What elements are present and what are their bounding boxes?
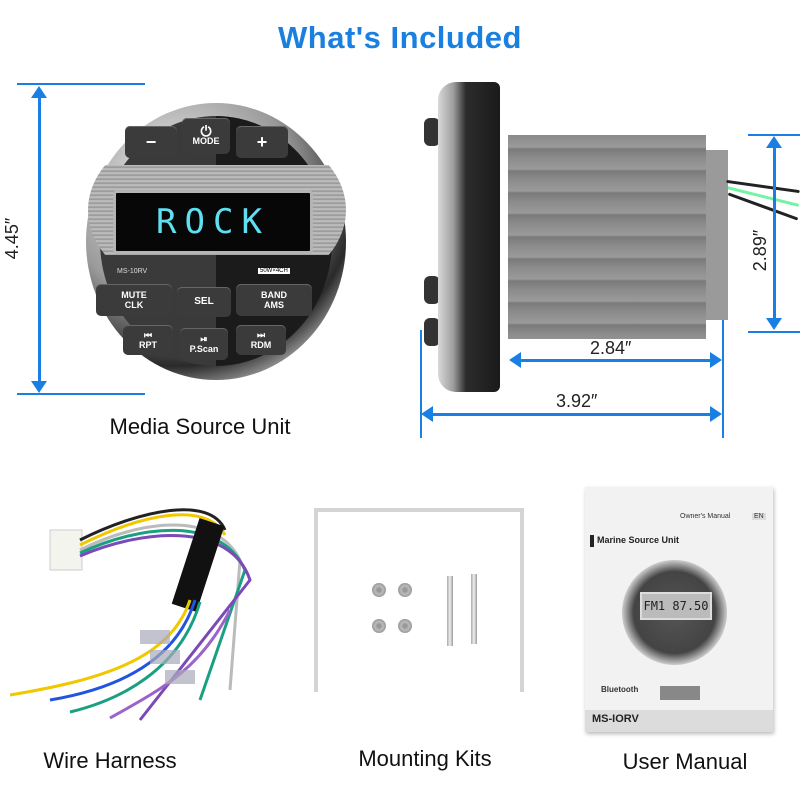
rdm-label: RDM: [250, 340, 272, 350]
body-height-dimension-label: 2.89″: [750, 229, 771, 272]
manual-lcd: FM1 87.50: [640, 592, 712, 620]
play-pause-scan-button[interactable]: ⏯ P.Scan: [180, 328, 228, 360]
lcd-display: ROCK: [113, 190, 313, 254]
manual-model: MS-IORV: [592, 713, 639, 725]
random-button[interactable]: ⏭ RDM: [236, 325, 286, 355]
unit-housing: [508, 135, 706, 339]
next-track-icon: ⏭: [256, 330, 266, 340]
arrow-left-icon: [421, 406, 433, 422]
threaded-rod: [447, 576, 453, 646]
dim-line-bottom: [17, 393, 145, 395]
arrow-left-icon: [509, 352, 521, 368]
manual-title: Marine Source Unit: [597, 535, 680, 545]
volume-up-button[interactable]: +: [236, 126, 288, 158]
dim-line-right: [722, 320, 724, 438]
bluetooth-label: Bluetooth: [601, 685, 639, 694]
plus-icon: +: [256, 132, 268, 152]
rear-connector: [706, 150, 728, 320]
sel-label: SEL: [194, 296, 214, 307]
wire-harness-image: [9, 508, 252, 721]
arrow-down-icon: [31, 381, 47, 393]
hex-nut: [372, 583, 386, 597]
mute-label: MUTE: [121, 290, 147, 300]
user-manual-caption: User Manual: [622, 749, 748, 774]
power-mode-button[interactable]: ⏻ MODE: [182, 118, 230, 154]
dim-arrow-horizontal: [432, 413, 712, 416]
unit-flange: [438, 82, 500, 392]
side-knob: [424, 118, 440, 146]
dim-arrow-vertical: [38, 95, 41, 385]
hex-nut: [398, 583, 412, 597]
total-depth-dimension-label: 3.92″: [556, 391, 598, 411]
ams-label: AMS: [264, 300, 284, 310]
hex-nut: [372, 619, 386, 633]
wire-harness-caption: Wire Harness: [43, 748, 177, 773]
title-marker: [590, 535, 594, 547]
hex-nut: [398, 619, 412, 633]
sel-button[interactable]: SEL: [177, 287, 231, 317]
previous-track-icon: ⏮: [143, 330, 153, 340]
dim-line-top: [17, 83, 145, 85]
arrow-down-icon: [766, 318, 782, 330]
mute-clk-button[interactable]: MUTE CLK: [96, 284, 172, 316]
side-knob: [424, 318, 440, 346]
manual-lang: EN: [752, 513, 766, 520]
manual-footer: [585, 710, 773, 732]
clk-label: CLK: [124, 300, 144, 310]
arrow-right-icon: [710, 352, 722, 368]
volume-down-button[interactable]: −: [125, 126, 177, 158]
arrow-up-icon: [766, 136, 782, 148]
feature-icons: [660, 686, 700, 700]
power-icon: ⏻: [200, 123, 212, 139]
band-label: BAND: [261, 290, 287, 300]
height-dimension-label: 4.45″: [2, 217, 23, 260]
dim-line-bottom: [748, 331, 800, 333]
mounting-bracket: [314, 508, 524, 692]
dim-line-left: [420, 330, 422, 438]
side-knob: [424, 276, 440, 304]
media-source-unit-caption: Media Source Unit: [109, 414, 291, 439]
play-pause-icon: ⏯: [200, 334, 208, 344]
dim-arrow-vertical: [773, 144, 776, 324]
repeat-button[interactable]: ⏮ RPT: [123, 325, 173, 355]
arrow-up-icon: [31, 86, 47, 98]
power-badge: 50W×4CH: [258, 268, 290, 274]
pscan-label: P.Scan: [189, 344, 219, 354]
mode-label: MODE: [192, 136, 220, 146]
body-depth-dimension-label: 2.84″: [590, 338, 632, 358]
arrow-right-icon: [710, 406, 722, 422]
rpt-label: RPT: [139, 340, 157, 350]
band-ams-button[interactable]: BAND AMS: [236, 284, 312, 316]
model-label: MS-10RV: [117, 268, 148, 275]
manual-header: Owner's Manual: [680, 513, 731, 520]
minus-icon: −: [145, 132, 157, 152]
mounting-kits-caption: Mounting Kits: [358, 746, 492, 771]
inline-fuse: [171, 518, 225, 612]
page-title: What's Included: [278, 20, 522, 55]
threaded-rod: [471, 574, 477, 644]
dim-line-top: [748, 134, 800, 136]
connector-plug: [49, 529, 83, 571]
dim-arrow-horizontal: [520, 359, 712, 362]
